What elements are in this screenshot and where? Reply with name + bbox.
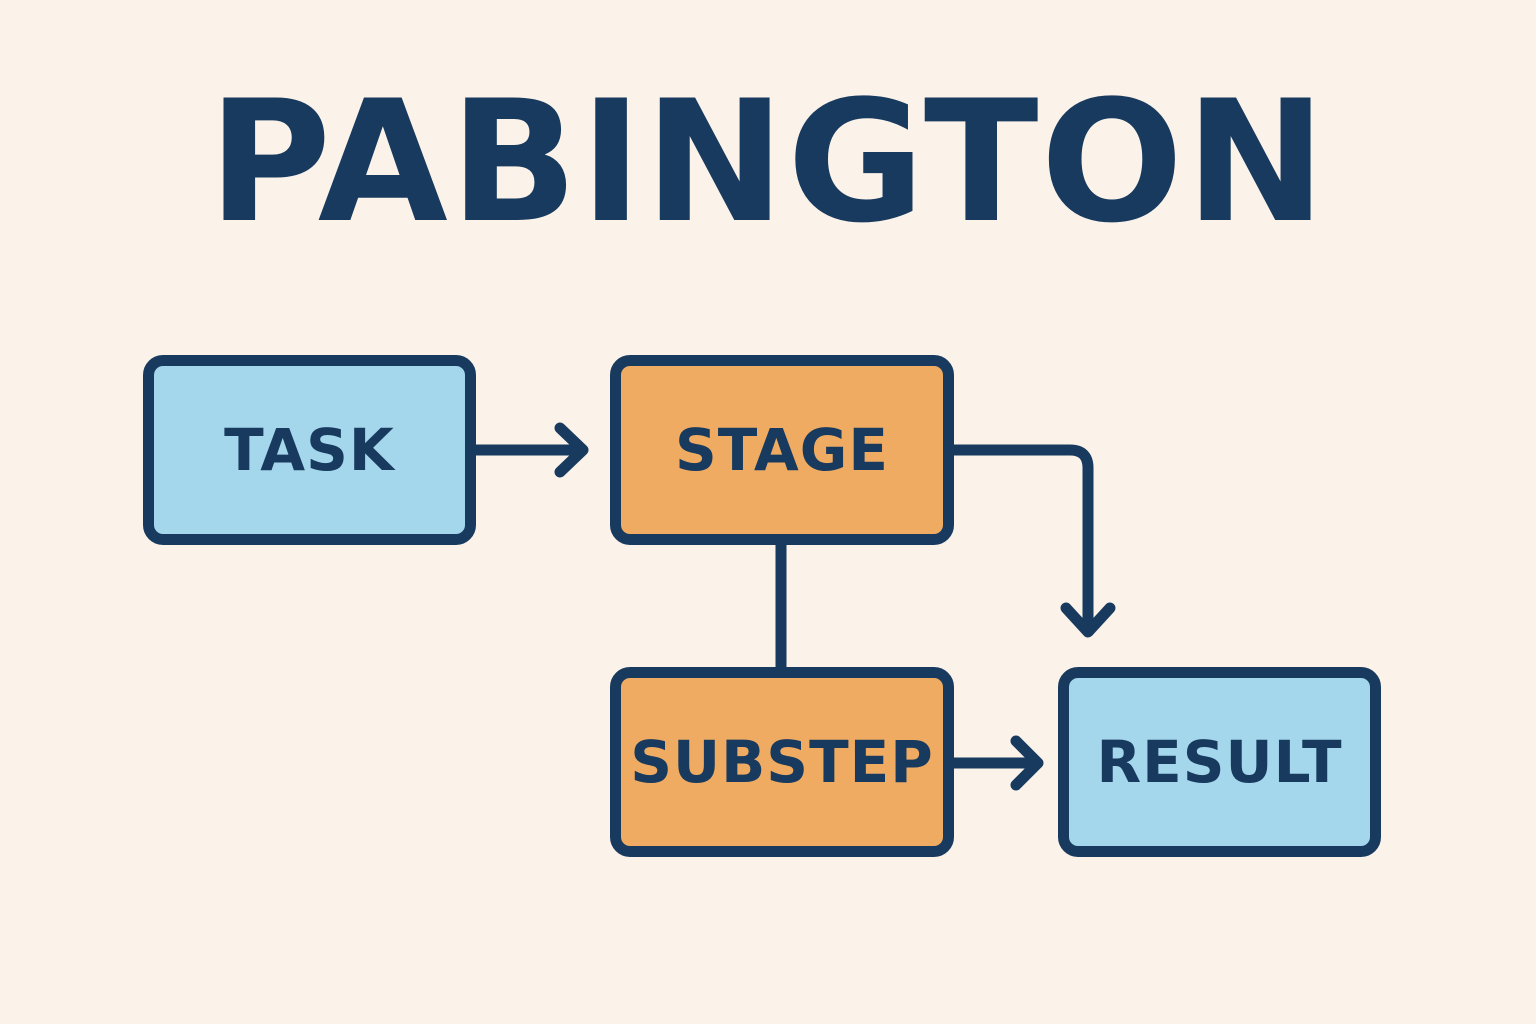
result-label: RESULT [1096, 728, 1343, 796]
task-label: TASK [224, 416, 395, 484]
stage-label: STAGE [675, 416, 889, 484]
diagram-title: PABINGTON [208, 64, 1328, 260]
edge-stage-to-result [948, 444, 1116, 638]
result-node: RESULT [1058, 667, 1381, 857]
edge-task-to-stage [470, 422, 589, 478]
stage-node: STAGE [610, 355, 954, 545]
edge-substep-to-result [948, 735, 1044, 791]
substep-node: SUBSTEP [610, 667, 954, 857]
substep-label: SUBSTEP [630, 728, 934, 796]
task-node: TASK [143, 355, 476, 545]
